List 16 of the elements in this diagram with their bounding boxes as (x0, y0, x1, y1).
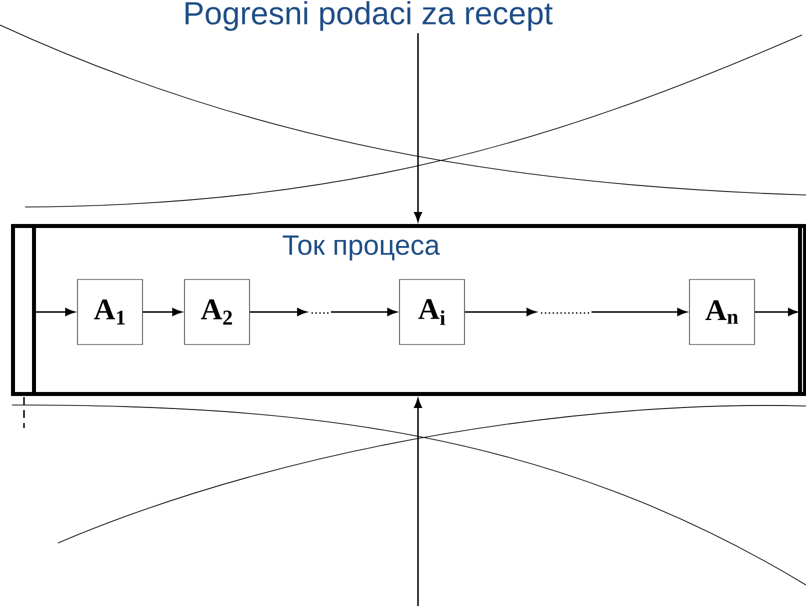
ellipsis-dots: ..... (312, 312, 328, 314)
arrow (142, 308, 182, 316)
ellipsis-dots: ............. (541, 312, 590, 314)
arrow (592, 308, 687, 316)
arrow (754, 308, 798, 316)
arrow (250, 308, 307, 316)
arrow (414, 33, 422, 222)
arrow (36, 308, 75, 316)
activity-box: A$_{n}$ (689, 279, 755, 345)
arrow (464, 308, 536, 316)
activity-box: A$_{2}$ (184, 279, 250, 345)
activity-box: A$_{1}$ (77, 279, 143, 345)
title-text: Pogresni podaci za recept (186, 1, 553, 31)
arrow (414, 398, 422, 606)
activity-box: A$_{i}$ (399, 279, 465, 345)
arrow (330, 308, 397, 316)
